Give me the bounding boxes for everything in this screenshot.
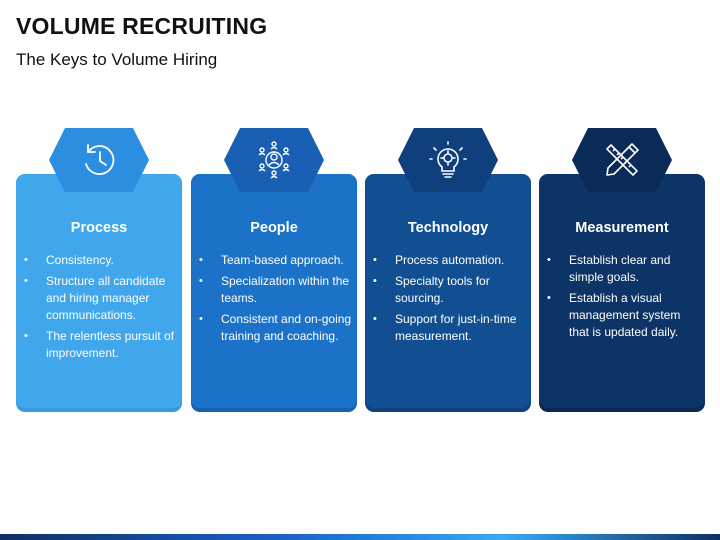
list-item: Establish clear and simple goals. <box>545 252 701 286</box>
card-heading: Measurement <box>575 220 669 236</box>
list-item: Specialty tools for sourcing. <box>371 273 527 307</box>
list-item: Team-based approach. <box>197 252 353 269</box>
card-icon-badge <box>224 128 324 192</box>
list-item: Consistent and on-going training and coa… <box>197 311 353 345</box>
team-network-icon <box>258 141 290 179</box>
card-bullet-list: Team-based approach. Specialization with… <box>197 252 353 349</box>
card-heading: People <box>250 220 298 236</box>
card-measurement: Measurement Establish clear and simple g… <box>539 128 705 412</box>
ruler-pencil-icon <box>606 143 639 176</box>
lightbulb-gear-icon <box>429 141 467 178</box>
card-bullet-list: Establish clear and simple goals. Establ… <box>545 252 701 345</box>
card-icon-badge <box>572 128 672 192</box>
list-item: Consistency. <box>22 252 178 269</box>
card-heading: Process <box>70 220 128 236</box>
card-heading: Technology <box>407 220 489 236</box>
list-item: Process automation. <box>371 252 527 269</box>
page-title: VOLUME RECRUITING <box>16 13 268 39</box>
card-technology: Technology Process automation. Specialty… <box>365 128 531 412</box>
card-bullet-list: Process automation. Specialty tools for … <box>371 252 527 349</box>
card-process: Process Consistency. Structure all candi… <box>16 128 182 412</box>
clock-history-icon <box>85 144 115 175</box>
list-item: Support for just-in-time measurement. <box>371 311 527 345</box>
card-icon-badge <box>49 128 149 192</box>
card-people: People Team-based approach. Specializati… <box>191 128 357 412</box>
list-item: The relentless pursuit of improvement. <box>22 328 178 362</box>
list-item: Establish a visual management system tha… <box>545 290 701 341</box>
card-bullet-list: Consistency. Structure all candidate and… <box>22 252 178 366</box>
page-subtitle: The Keys to Volume Hiring <box>16 50 218 69</box>
list-item: Structure all candidate and hiring manag… <box>22 273 178 324</box>
footer-bar <box>0 534 720 540</box>
list-item: Specialization within the teams. <box>197 273 353 307</box>
card-icon-badge <box>398 128 498 192</box>
